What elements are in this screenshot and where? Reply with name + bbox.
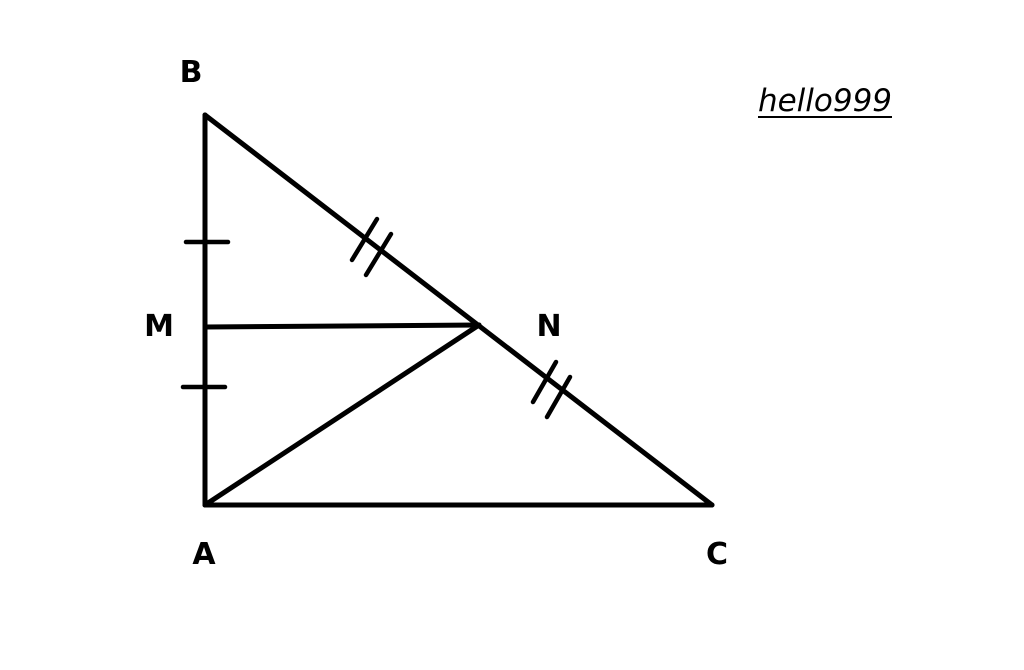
vertex-label-b: B [180,55,203,90]
vertex-label-c: C [706,537,728,572]
double-tick-mark-bn [349,216,394,278]
vertex-label-m: M [144,309,174,344]
watermark-text: hello999 [758,83,892,119]
vertex-label-a: A [192,537,216,572]
segment-an [202,322,482,508]
segment-bc [202,112,715,508]
vertex-label-n: N [536,309,561,344]
segment-mn [202,322,482,330]
double-tick-mark-nc [530,359,573,420]
